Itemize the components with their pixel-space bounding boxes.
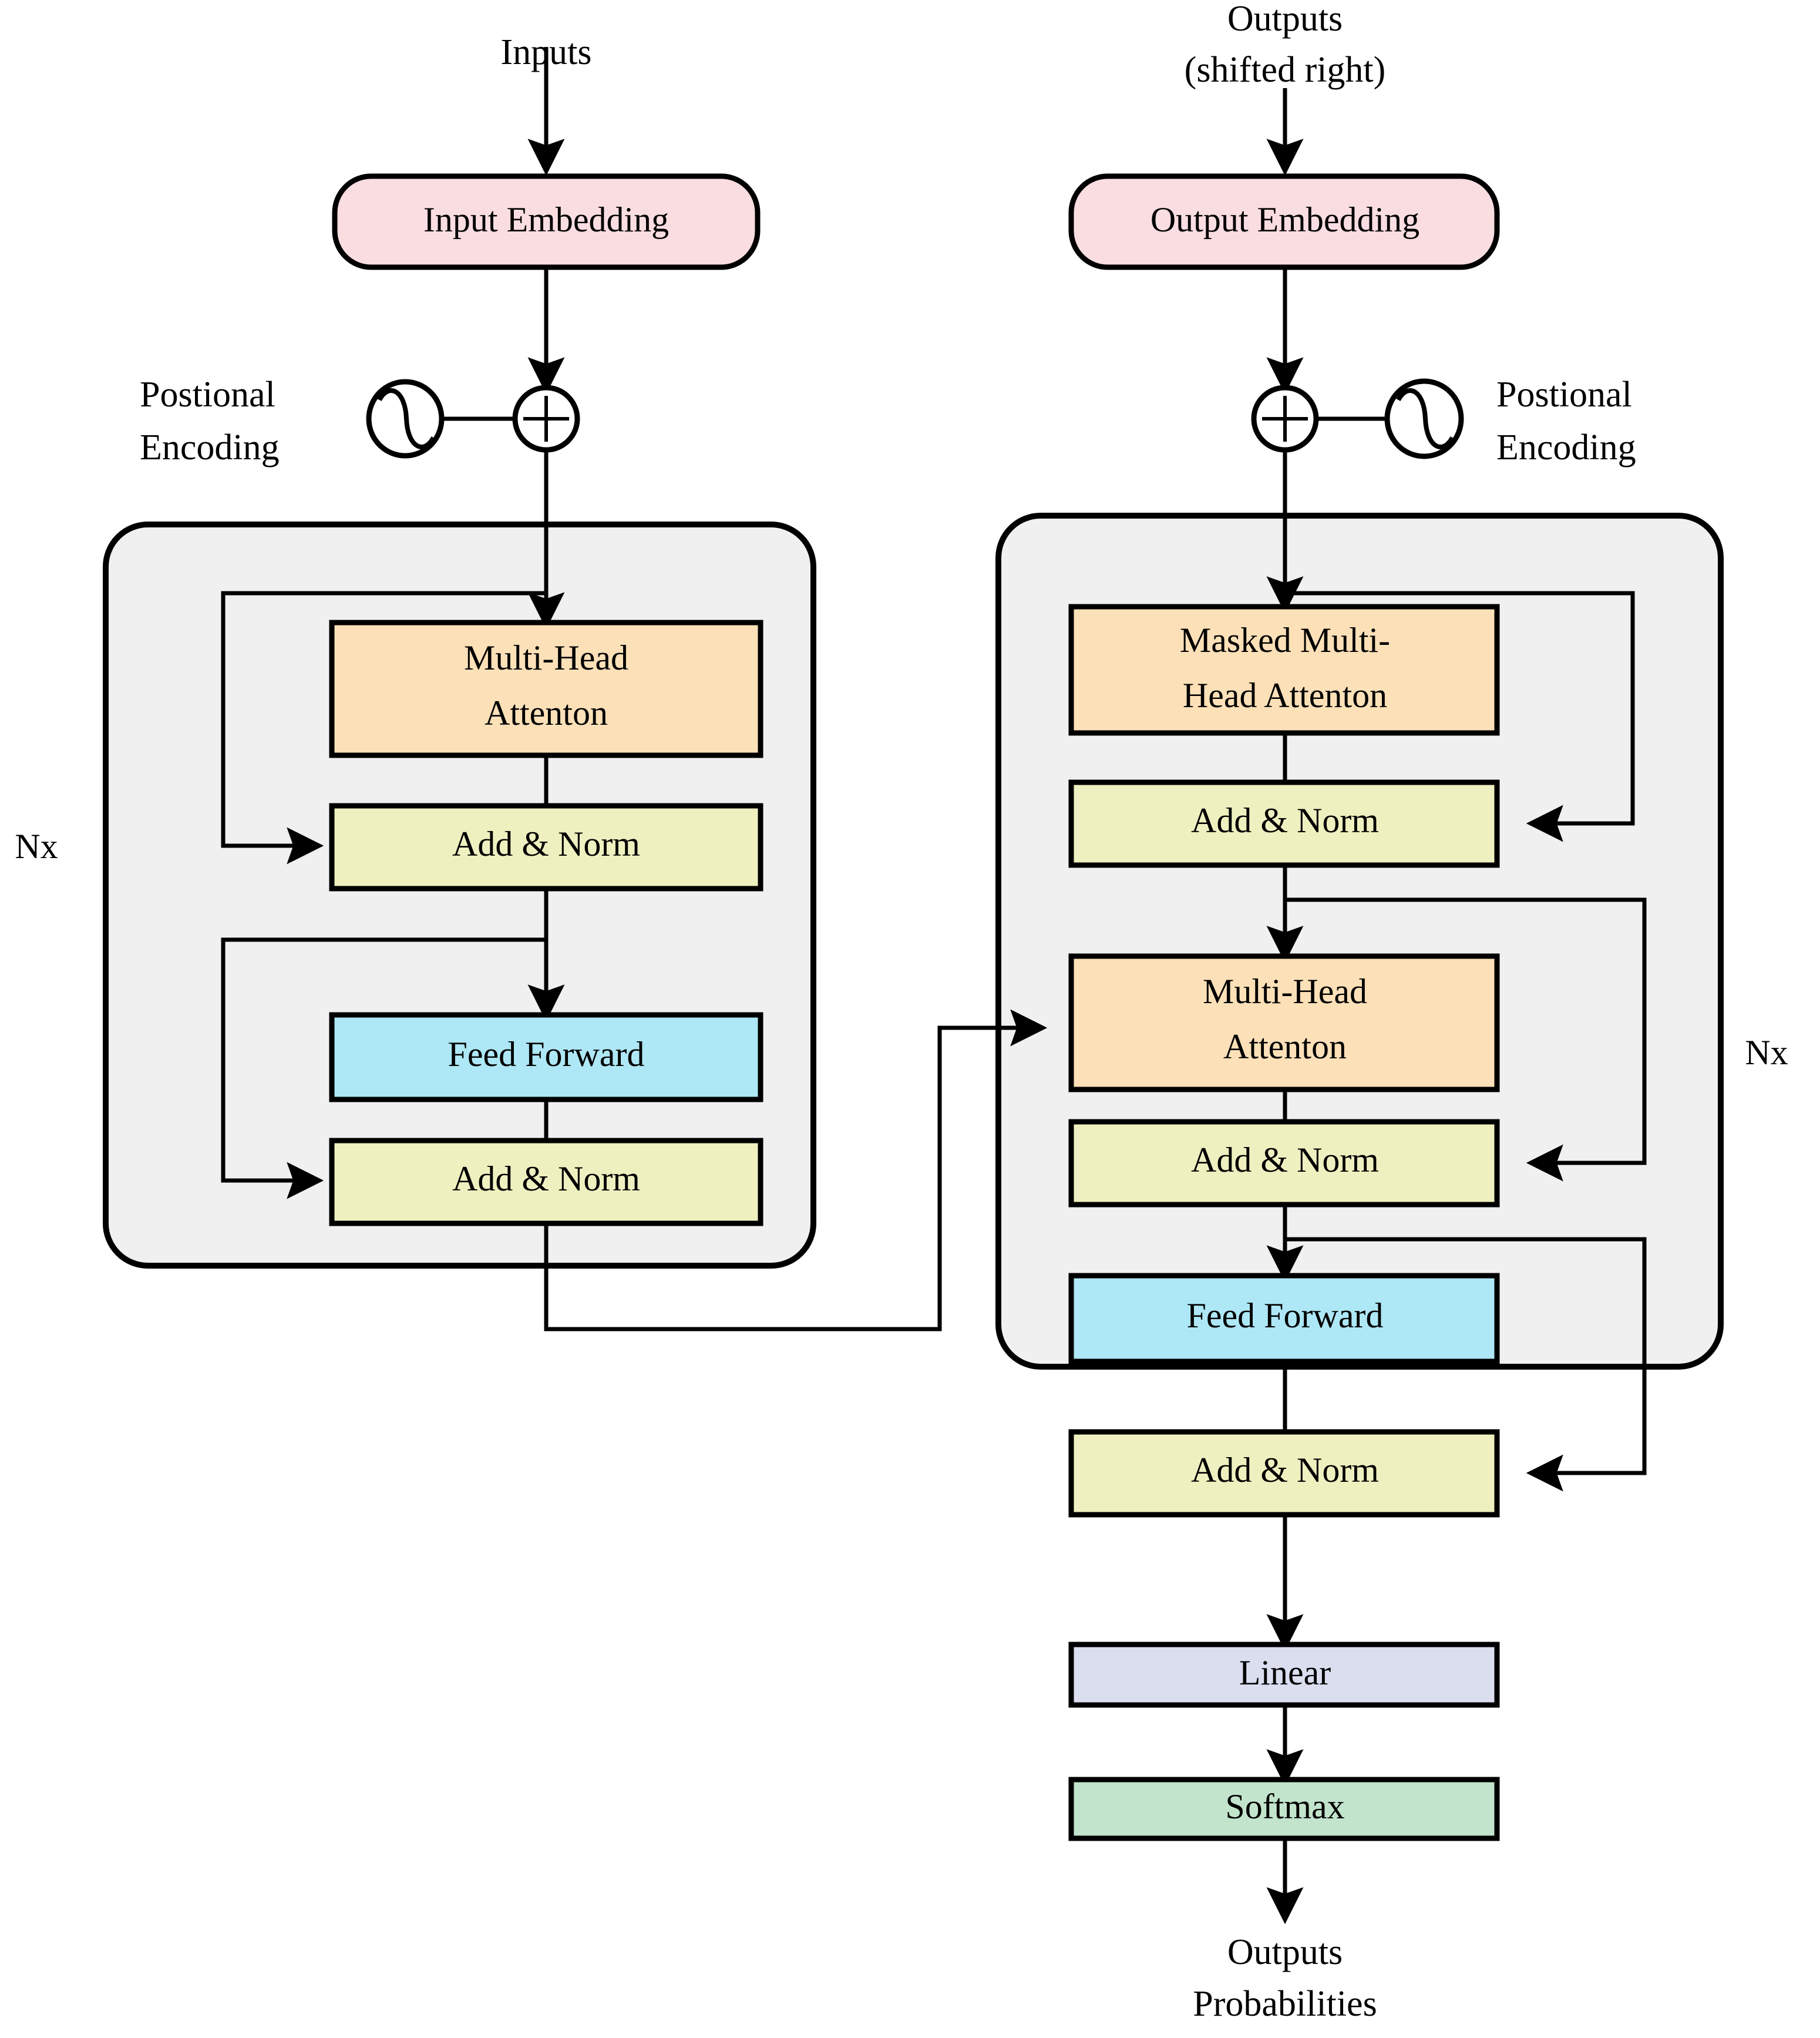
decoder-add-norm-label-1: Add & Norm	[1191, 801, 1379, 840]
output-embedding-box[interactable]	[1068, 173, 1500, 270]
decoder-nx-label: Nx	[1745, 1033, 1788, 1072]
sine-wave-circle-icon	[366, 379, 445, 459]
encoder-feed-forward-label: Feed Forward	[448, 1035, 645, 1074]
decoder-feed-forward-box[interactable]	[1068, 1273, 1500, 1364]
decoder-masked-mha-label-line1: Masked Multi-	[1180, 621, 1390, 660]
plus-circle-icon	[1251, 385, 1319, 453]
encoder-multi-head-attention-box[interactable]	[329, 620, 763, 758]
edge-decoder-residual-1	[1285, 591, 1635, 842]
encoder-mha-label-line1: Multi-Head	[464, 638, 628, 677]
edge-encoder-to-decoder-cross-attention	[544, 1009, 1048, 1331]
encoder-add-norm-box-1[interactable]	[329, 803, 763, 892]
edge-encoder-residual-2	[221, 937, 546, 1199]
encoder-add-norm-label-2: Add & Norm	[452, 1159, 640, 1198]
decoder-positional-encoding-label-line2: Encoding	[1496, 428, 1636, 468]
input-embedding-box[interactable]	[332, 173, 761, 270]
decoder-masked-multi-head-attention-box[interactable]	[1068, 604, 1500, 736]
softmax-box[interactable]	[1068, 1777, 1500, 1841]
edge-decoder-residual-3	[1285, 1237, 1647, 1492]
encoder-positional-encoding-label-line2: Encoding	[140, 428, 280, 468]
output-embedding-label: Output Embedding	[1150, 200, 1419, 239]
encoder-add-norm-label-1: Add & Norm	[452, 825, 640, 863]
outputs-label-line1: Outputs	[1227, 0, 1343, 39]
encoder-add-norm-box-2[interactable]	[329, 1138, 763, 1226]
decoder-feed-forward-label: Feed Forward	[1187, 1296, 1384, 1335]
outputs-probabilities-label-line1: Outputs	[1227, 1932, 1343, 1972]
edge-encoder-residual-1	[221, 591, 546, 865]
decoder-add-norm-box-3[interactable]	[1068, 1429, 1500, 1518]
linear-box[interactable]	[1068, 1642, 1500, 1708]
plus-circle-icon	[512, 385, 580, 453]
encoder-positional-encoding-label-line1: Postional	[140, 375, 275, 415]
linear-label: Linear	[1239, 1653, 1331, 1692]
decoder-mha-label-line2: Attenton	[1223, 1027, 1347, 1066]
encoder-feed-forward-box[interactable]	[329, 1012, 763, 1102]
decoder-positional-encoding-label-line1: Postional	[1496, 375, 1632, 415]
encoder-mha-label-line2: Attenton	[485, 694, 608, 732]
sine-wave-circle-icon	[1384, 378, 1464, 459]
edge-decoder-residual-2	[1285, 897, 1647, 1182]
decoder-add-norm-box-2[interactable]	[1068, 1119, 1500, 1208]
decoder-multi-head-attention-box[interactable]	[1068, 953, 1500, 1092]
softmax-label: Softmax	[1225, 1787, 1344, 1826]
outputs-probabilities-label-line2: Probabilities	[1193, 1984, 1377, 2024]
decoder-add-norm-label-2: Add & Norm	[1191, 1141, 1379, 1179]
decoder-add-norm-box-1[interactable]	[1068, 779, 1500, 868]
input-embedding-label: Input Embedding	[423, 200, 669, 239]
outputs-label-line2: (shifted right)	[1185, 50, 1386, 90]
encoder-nx-label: Nx	[15, 827, 58, 866]
decoder-masked-mha-label-line2: Head Attenton	[1183, 676, 1387, 715]
inputs-label: Inputs	[501, 32, 592, 72]
decoder-mha-label-line1: Multi-Head	[1203, 972, 1367, 1011]
decoder-add-norm-label-3: Add & Norm	[1191, 1451, 1379, 1489]
